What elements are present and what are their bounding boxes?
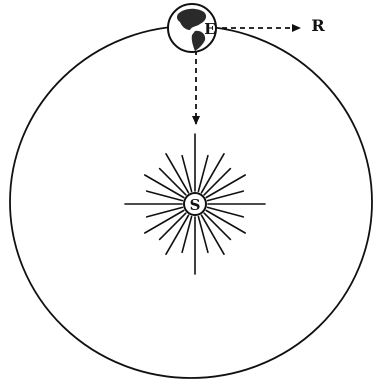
earth-label: E [204,20,215,38]
sun-ray [198,217,208,253]
sun-ray [208,207,244,217]
sun-ray [182,217,192,253]
direction-label: R [311,16,325,35]
sun-ray [182,156,192,192]
earth-globe-icon: E [168,4,216,52]
sun-ray [147,207,183,217]
sun-ray [198,156,208,192]
sun-label: S [190,196,201,214]
sun-ray [208,191,244,201]
sun: S [184,193,206,215]
sun-ray [147,191,183,201]
